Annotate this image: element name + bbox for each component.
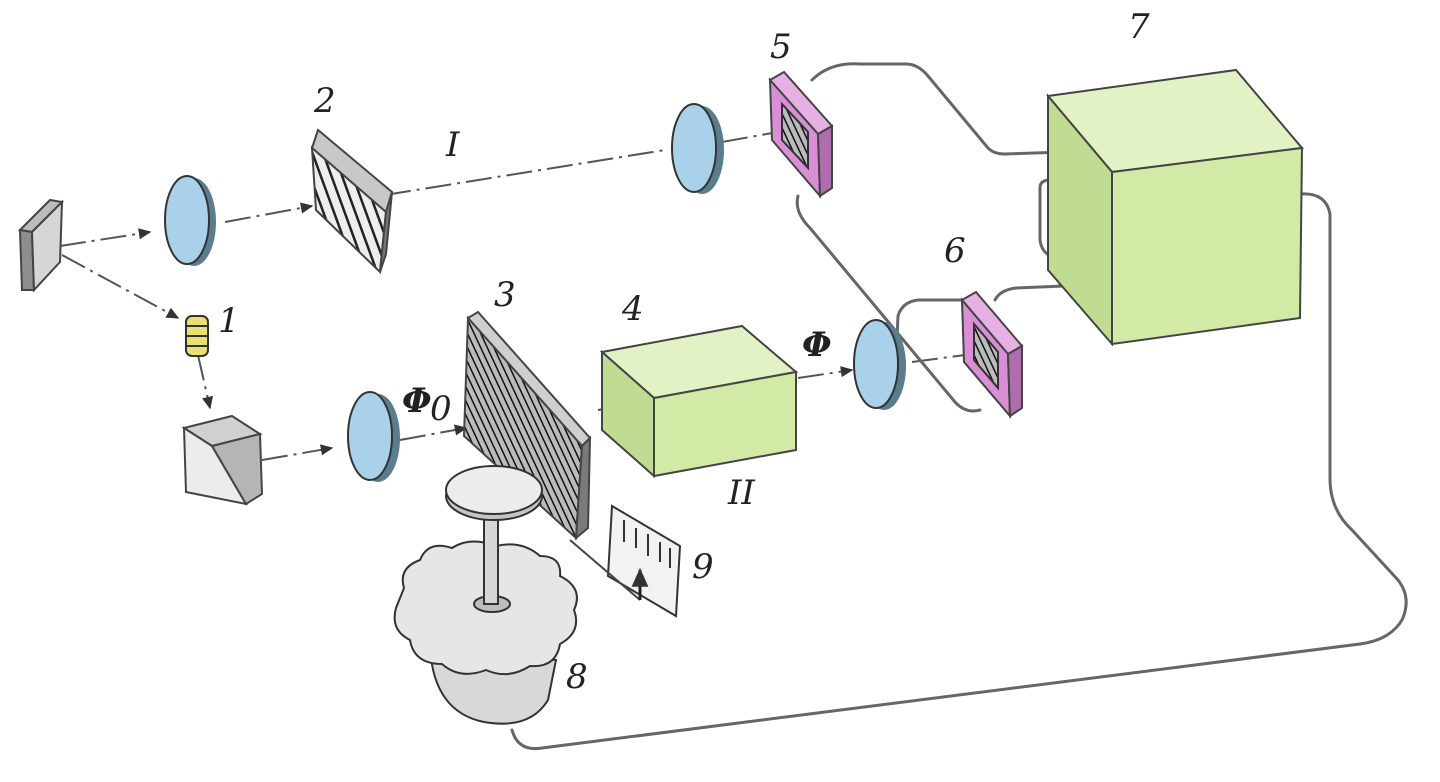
processing-unit <box>1046 68 1304 347</box>
label-scale: 9 <box>692 547 714 587</box>
beam-source-to-prism <box>197 354 213 410</box>
lens-channel-I-output <box>671 103 724 194</box>
label-source: 1 <box>218 301 240 341</box>
beam-to-detector-5 <box>721 131 779 143</box>
label-reference-grating: 2 <box>313 81 336 121</box>
beam-lens-to-grating <box>224 202 314 223</box>
beam-prism-to-lens <box>261 444 334 461</box>
beam-flux-in <box>399 424 468 441</box>
beam-mirror-to-lens <box>59 228 152 247</box>
label-sample-block: 4 <box>621 289 644 329</box>
light-source-coil <box>185 315 209 357</box>
lens-channel-II-input <box>347 391 400 482</box>
wire-6-to-7 <box>993 284 1066 302</box>
label-processing-unit: 7 <box>1128 7 1150 47</box>
wire-7-to-8 <box>510 192 1408 751</box>
flux-in-symbol: Φ <box>402 381 432 421</box>
label-detector-top: 5 <box>770 27 792 67</box>
measured-grating <box>462 310 592 541</box>
mirror <box>17 198 65 293</box>
beam-paths <box>59 131 966 461</box>
beam-mirror-to-source <box>61 254 180 319</box>
lens-channel-I-input <box>164 175 216 266</box>
wire-5-to-7-upper <box>810 62 1066 156</box>
label-flux-out: Φ <box>802 325 832 365</box>
label-drive-motor: 8 <box>566 657 588 697</box>
wire-6-left <box>895 298 967 340</box>
detector-bottom <box>960 290 1024 419</box>
beam-channel-I <box>384 149 666 196</box>
wire-5-to-6-cross <box>795 194 982 413</box>
drive-motor <box>393 465 578 725</box>
reference-grating <box>310 128 394 275</box>
label-flux-in: Φ 0 <box>402 381 452 429</box>
sample-block <box>599 324 799 479</box>
label-channel-II: II <box>727 473 755 513</box>
label-measured-grating: 3 <box>494 275 516 315</box>
label-detector-bottom: 6 <box>944 231 966 271</box>
beam-flux-out <box>797 366 854 379</box>
measurement-scale <box>569 504 682 618</box>
lens-channel-II-output <box>853 319 906 410</box>
label-channel-I: I <box>445 125 460 165</box>
beam-splitter-block <box>181 414 264 506</box>
flux-in-subscript: 0 <box>430 389 452 429</box>
detector-top <box>768 70 834 199</box>
